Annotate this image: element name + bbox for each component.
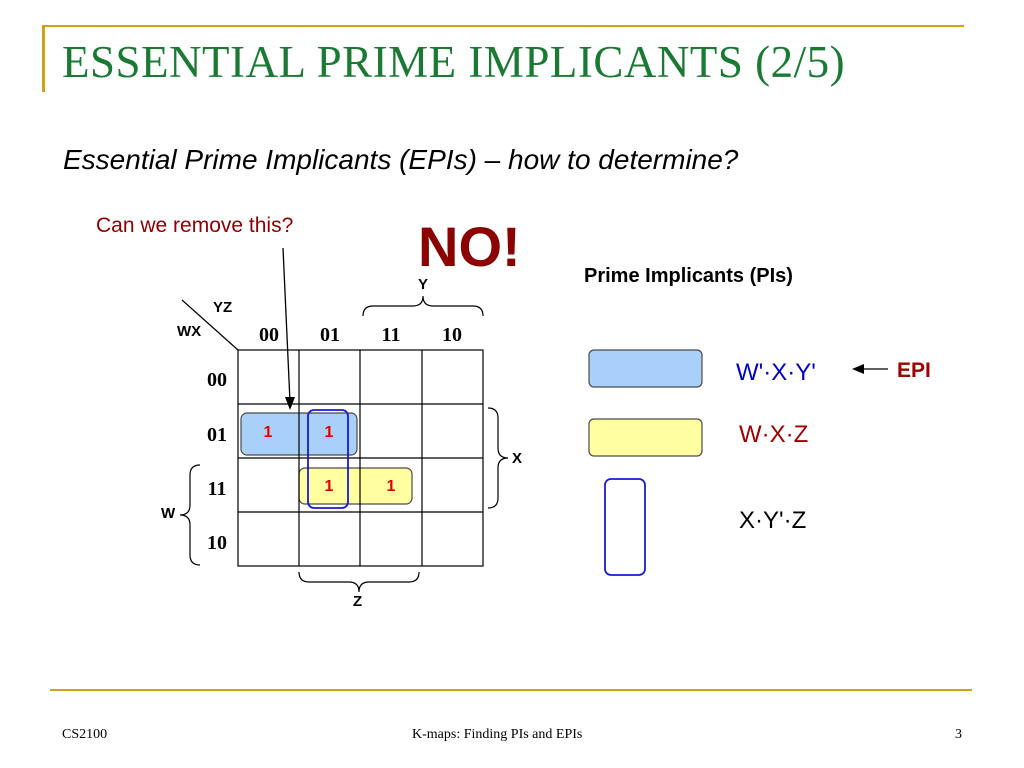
kmap-grid bbox=[237, 349, 484, 567]
cell-01-00-value: 1 bbox=[263, 424, 273, 441]
row-header-11: 11 bbox=[207, 478, 227, 500]
row-header-00: 00 bbox=[207, 369, 227, 391]
legend-swatch-blue bbox=[588, 349, 703, 388]
legend-swatch-yellow bbox=[588, 418, 703, 457]
col-variable-label: YZ bbox=[213, 299, 233, 316]
kmap-corner-diagonal bbox=[181, 299, 239, 351]
col-header-11: 11 bbox=[381, 324, 401, 346]
question-arrow bbox=[282, 247, 295, 410]
epi-arrow bbox=[852, 364, 888, 374]
group-label-y: Y bbox=[418, 276, 429, 293]
title-rule bbox=[42, 25, 964, 27]
footer-page-number: 3 bbox=[955, 727, 962, 742]
cell-11-01-value: 1 bbox=[324, 478, 334, 495]
brace-y bbox=[362, 295, 484, 317]
cell-11-11-value: 1 bbox=[386, 478, 396, 495]
legend-swatch-outline bbox=[604, 478, 646, 576]
slide-subtitle: Essential Prime Implicants (EPIs) – how … bbox=[63, 144, 739, 175]
title-accent-bar bbox=[42, 25, 45, 92]
brace-z bbox=[298, 571, 420, 593]
legend-expr-epi: W'·X·Y' bbox=[736, 359, 816, 386]
pi-heading: Prime Implicants (PIs) bbox=[584, 265, 793, 287]
legend-expr-pi-3: X·Y'·Z bbox=[739, 507, 807, 534]
footer-course: CS2100 bbox=[62, 727, 108, 742]
group-x-yprime-z bbox=[307, 409, 349, 509]
answer-callout: NO! bbox=[418, 215, 521, 278]
epi-label: EPI bbox=[897, 359, 931, 382]
group-label-w: W bbox=[161, 505, 176, 522]
question-callout: Can we remove this? bbox=[96, 214, 294, 237]
footer-topic: K-maps: Finding PIs and EPIs bbox=[412, 727, 583, 742]
col-header-01: 01 bbox=[320, 324, 340, 346]
col-header-10: 10 bbox=[442, 324, 462, 346]
row-header-10: 10 bbox=[207, 532, 227, 554]
slide-title: ESSENTIAL PRIME IMPLICANTS (2/5) bbox=[62, 37, 846, 87]
brace-x bbox=[487, 407, 509, 509]
group-label-x: X bbox=[512, 450, 523, 467]
footer-rule bbox=[50, 689, 972, 691]
brace-w bbox=[179, 464, 201, 566]
legend-expr-pi-2: W·X·Z bbox=[739, 421, 809, 448]
cell-01-01-value: 1 bbox=[324, 424, 334, 441]
col-header-00: 00 bbox=[259, 324, 279, 346]
row-header-01: 01 bbox=[207, 424, 227, 446]
row-variable-label: WX bbox=[177, 323, 202, 340]
group-label-z: Z bbox=[353, 593, 363, 610]
